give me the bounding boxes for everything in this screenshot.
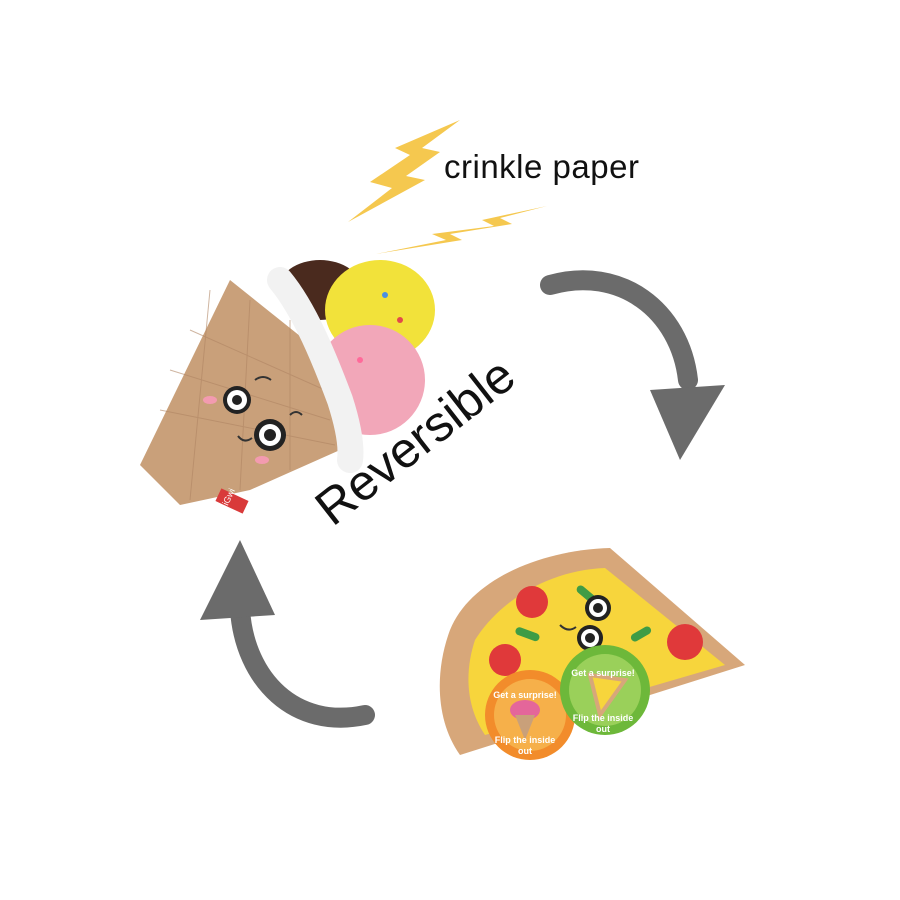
lightning-bolt-icon [376,206,547,254]
surprise-badge-text: Get a surprise! Flip the inside out [490,690,560,756]
crinkle-paper-label: crinkle paper [444,148,640,185]
lightning-bolt-icon [348,120,460,222]
curved-arrow-icon [200,540,375,728]
curved-arrow-icon [540,270,725,460]
badge-subtitle: Flip the inside out [494,734,556,756]
badge-title: Get a surprise! [571,668,635,678]
badge-subtitle: Flip the inside out [572,712,634,734]
surprise-badge-text: Get a surprise! Flip the inside out [568,668,638,734]
badge-title: Get a surprise! [493,690,557,700]
ice-cream-cone-toy-image [140,260,435,514]
pizza-slice-toy-image [439,548,745,760]
